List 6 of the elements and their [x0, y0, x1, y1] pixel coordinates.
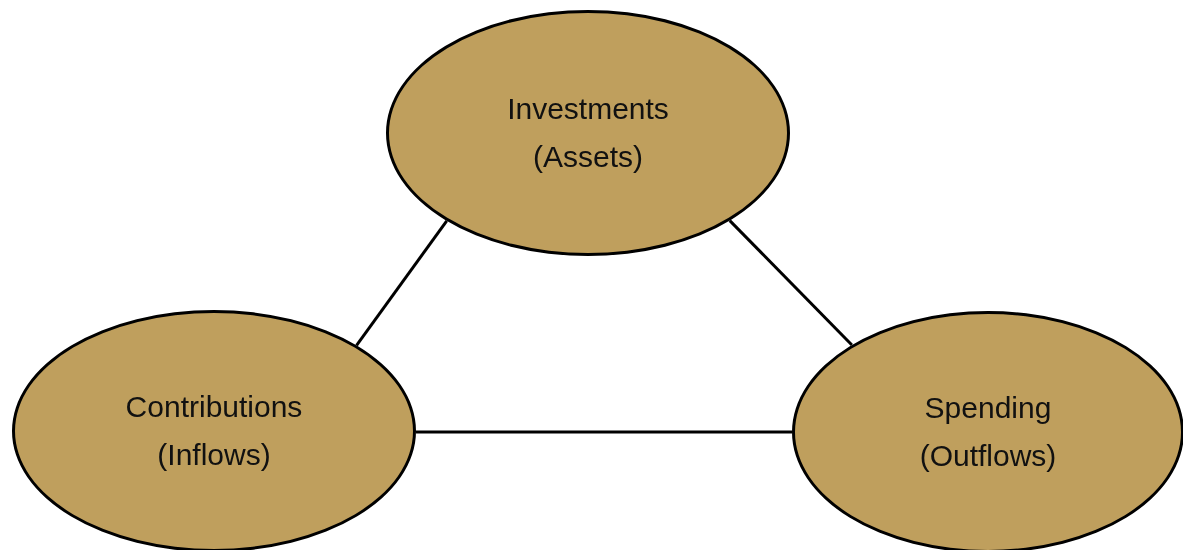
connector-line: [728, 219, 853, 346]
node-label: Spending (Outflows): [918, 390, 1058, 474]
node-label: Contributions (Inflows): [124, 389, 304, 473]
node-label: Investments (Assets): [506, 91, 670, 175]
connector-line: [416, 430, 792, 434]
connector-line: [355, 220, 448, 347]
